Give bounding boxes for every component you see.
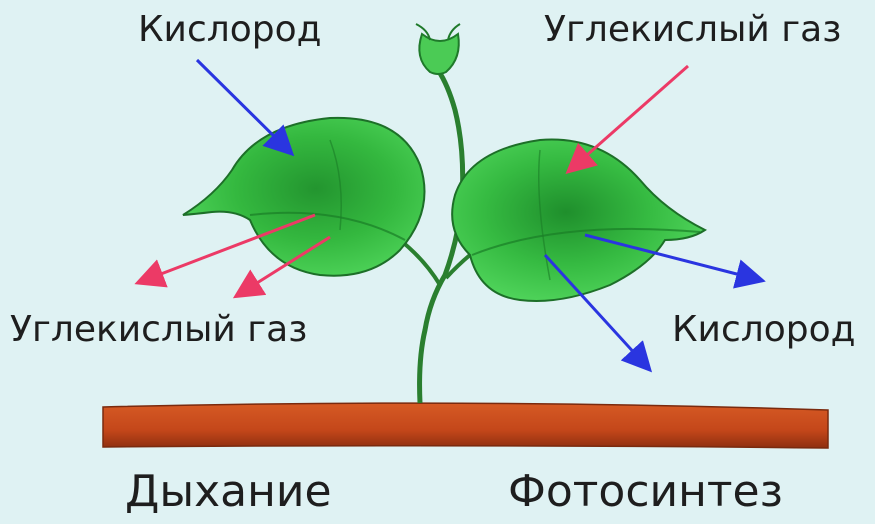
co2-in-arrow	[570, 66, 688, 170]
left-petiole	[400, 240, 440, 285]
respiration-caption: Дыхание	[125, 470, 332, 514]
soil-strip	[103, 403, 828, 448]
co2-label-top: Углекислый газ	[544, 12, 841, 48]
photosynthesis-caption: Фотосинтез	[508, 470, 783, 514]
oxygen-in-arrow	[197, 60, 290, 152]
oxygen-label-top: Кислород	[138, 12, 322, 48]
oxygen-label-photosynthesis: Кислород	[672, 312, 856, 348]
co2-label-respiration: Углекислый газ	[10, 312, 307, 348]
flower-bud	[419, 34, 458, 74]
